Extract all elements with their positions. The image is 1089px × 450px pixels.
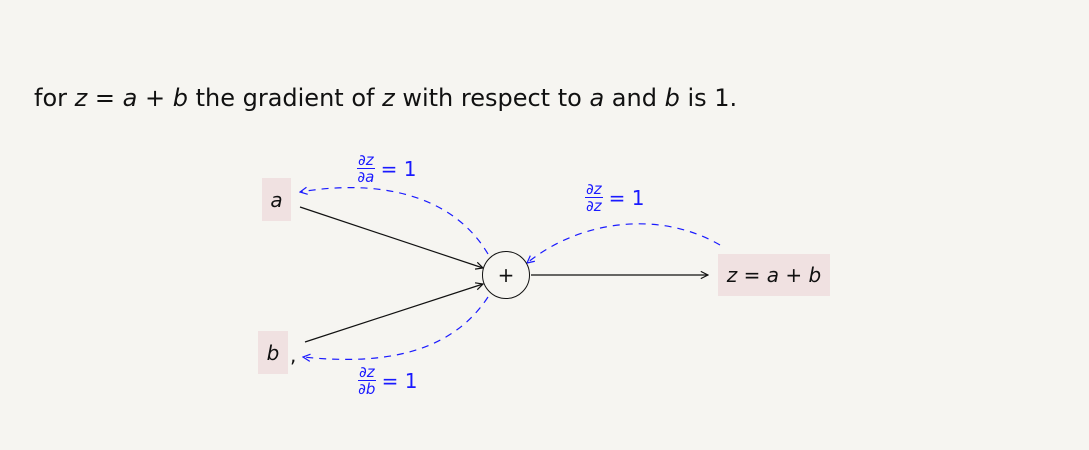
caption-var: b bbox=[664, 84, 680, 112]
gradient-label-b: ∂z∂b = 1 bbox=[358, 364, 417, 397]
node-a: a bbox=[262, 178, 291, 221]
caption-text: + bbox=[137, 84, 173, 112]
grad-edge-b bbox=[303, 296, 489, 359]
caption-var: z bbox=[382, 84, 395, 112]
caption-var: z bbox=[74, 84, 88, 112]
gradient-value: = 1 bbox=[380, 156, 417, 181]
gradient-label-a: ∂z∂a = 1 bbox=[357, 152, 416, 185]
edge-b-to-plus bbox=[304, 284, 483, 343]
node-b: b bbox=[258, 331, 288, 374]
node-z: z = a + b bbox=[718, 254, 830, 296]
grad-edge-z bbox=[527, 223, 721, 263]
caption-text: with respect to bbox=[394, 84, 590, 112]
numerator: ∂z bbox=[357, 151, 375, 169]
denominator: ∂a bbox=[357, 168, 375, 186]
grad-edge-a bbox=[300, 188, 489, 255]
caption-text: the gradient of bbox=[187, 84, 383, 112]
gradient-value: = 1 bbox=[381, 368, 418, 393]
plus-operator-node: + bbox=[482, 251, 530, 299]
caption-var: a bbox=[122, 84, 138, 112]
denominator: ∂z bbox=[586, 197, 602, 215]
caption-text: and bbox=[604, 84, 665, 112]
numerator: ∂z bbox=[585, 180, 603, 198]
denominator: ∂b bbox=[358, 380, 376, 398]
caption-text: for bbox=[34, 84, 75, 112]
numerator: ∂z bbox=[358, 363, 376, 381]
caption-text: = bbox=[87, 84, 123, 112]
edge-a-to-plus bbox=[299, 206, 483, 268]
gradient-label-z: ∂z∂z = 1 bbox=[585, 181, 644, 214]
caption-var: a bbox=[589, 84, 605, 112]
caption-text: is 1. bbox=[679, 84, 738, 112]
node-b-comma: , bbox=[290, 343, 297, 367]
gradient-value: = 1 bbox=[608, 185, 645, 210]
caption: for z = a + b the gradient of z with res… bbox=[34, 84, 737, 112]
caption-var: b bbox=[172, 84, 188, 112]
